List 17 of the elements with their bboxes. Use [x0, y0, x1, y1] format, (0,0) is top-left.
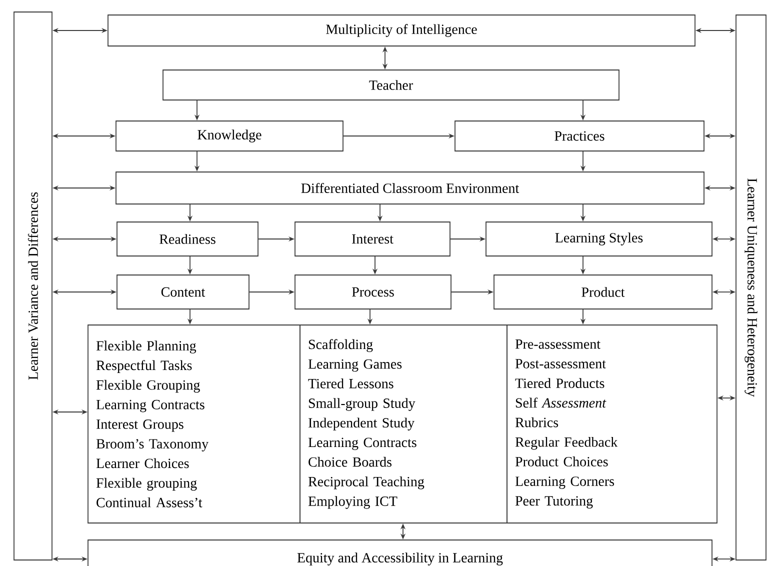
side-band: Learner Variance and Differences [14, 12, 52, 560]
concept-box: Teacher [162, 70, 620, 100]
concept-box: Multiplicity of Intelligence [108, 14, 696, 46]
concept-box: Product [494, 274, 712, 310]
concept-box: Interest [294, 222, 450, 256]
strategy-list-box: Pre-assessment Post-assessment Tiered Products Self Assessment Rubrics Regular Feedback Product Choices Learning Corners Peer Tutoring [506, 324, 718, 524]
side-band: Learner Uniqueness and Heterogeneity [736, 14, 766, 560]
strategy-list-box: Scaffolding Learning Games Tiered Lessons Small-group Study Independent Study Learning Contracts Choice Boards Reciprocal Teaching Employing ICT [300, 324, 508, 524]
concept-box: Readiness [116, 222, 258, 256]
concept-box: Content [116, 274, 250, 310]
concept-box: Differentiated Classroom Environment [116, 172, 704, 204]
strategy-list-box: Flexible Planning Respectful Tasks Flexible Grouping Learning Contracts Interest Groups Broom’s Taxonomy Learner Choices Flexible grouping Continual Assess’t [88, 324, 300, 524]
concept-box: Equity and Accessibility in Learning [88, 540, 712, 566]
concept-box: Learning Styles [486, 222, 712, 256]
concept-box: Process [294, 274, 452, 310]
concept-box: Knowledge [116, 120, 344, 152]
concept-box: Practices [454, 120, 704, 152]
